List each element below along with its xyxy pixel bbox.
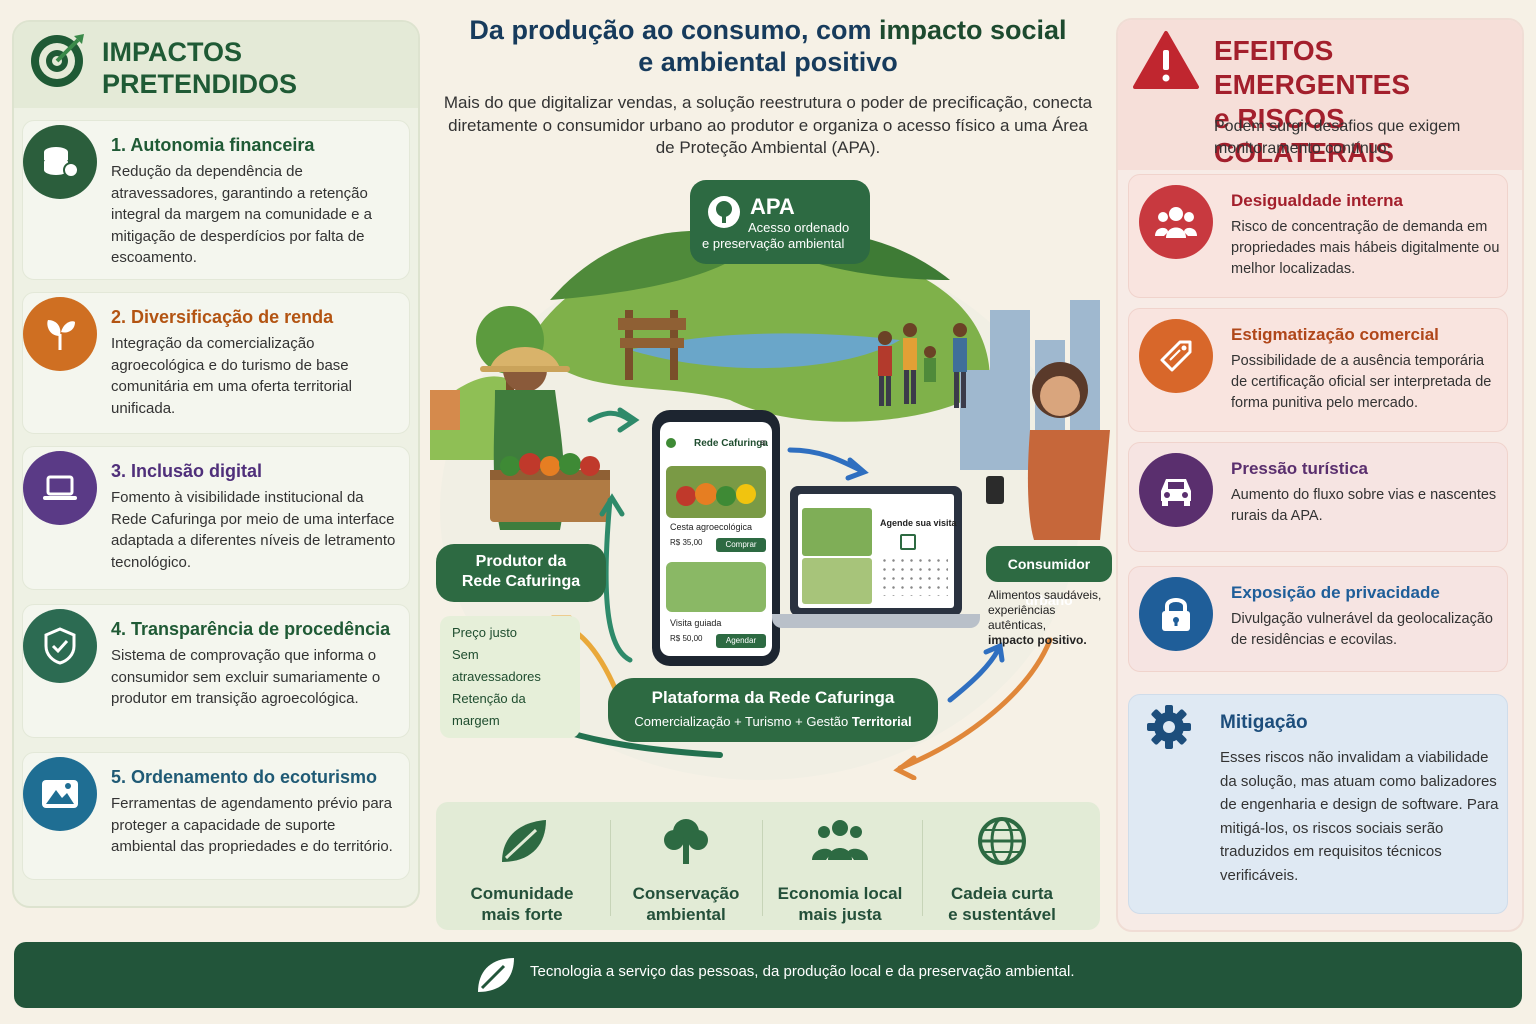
risk-title: Pressão turística: [1231, 459, 1369, 478]
leaf-icon: [442, 816, 602, 871]
impact-item: 4. Transparência de procedência Sistema …: [22, 604, 410, 738]
product-image: [666, 466, 766, 518]
risk-text: Possibilidade de a ausência temporária d…: [1231, 353, 1492, 411]
laptop-photo: [802, 558, 872, 604]
divider: [610, 820, 611, 916]
laptop-mockup: Agende sua visita: [790, 486, 962, 616]
risk-text: Divulgação vulnerável da geolocalização …: [1231, 611, 1493, 648]
impact-text: Ferramentas de agendamento prévio para p…: [111, 795, 393, 855]
divider: [762, 820, 763, 916]
impact-title: 5. Ordenamento do ecoturismo: [111, 767, 378, 787]
mountain-icon: [23, 757, 97, 831]
apa-line2: e preservação ambiental: [702, 236, 845, 251]
people-icon: [760, 816, 920, 871]
risk-text: Risco de concentração de demanda em prop…: [1231, 219, 1500, 277]
phone-mockup: Rede Cafuringa ≡ Cesta agroecológica R$ …: [652, 410, 780, 666]
lock-icon: [1139, 577, 1213, 651]
leaf-icon: [472, 954, 518, 996]
product-price: R$ 35,00: [670, 538, 703, 547]
group-icon: [1139, 185, 1213, 259]
sprout-icon: [23, 297, 97, 371]
apa-title: APA: [750, 194, 795, 219]
consumer-label: Consumidor urbano: [986, 546, 1112, 608]
risk-item: Pressão turística Aumento do fluxo sobre…: [1128, 442, 1508, 552]
footer-banner: [14, 942, 1522, 1008]
mitigation-card: [1128, 694, 1508, 914]
platform-label: Plataforma da Rede Cafuringa Comercializ…: [608, 678, 938, 742]
apa-line1: Acesso ordenado: [748, 220, 850, 235]
impact-text: Sistema de comprovação que informa o con…: [111, 647, 381, 707]
impact-item: 3. Inclusão digital Fomento à visibilida…: [22, 446, 410, 590]
laptop-icon: [23, 451, 97, 525]
menu-icon[interactable]: ≡: [760, 438, 766, 449]
schedule-title: Agende sua visita: [880, 518, 957, 528]
app-name: Rede Cafuringa: [694, 438, 768, 449]
divider: [922, 820, 923, 916]
impact-title: 2. Diversificação de renda: [111, 307, 334, 327]
buy-button[interactable]: Comprar: [716, 538, 766, 552]
warning-icon: [1132, 30, 1200, 90]
page-subtitle: Mais do que digitalizar vendas, a soluçã…: [443, 93, 1093, 157]
impact-item: 2. Diversificação de renda Integração da…: [22, 292, 410, 434]
globe-icon: [922, 816, 1082, 871]
tree-icon: [606, 816, 766, 871]
mitigation-title: Mitigação: [1220, 712, 1308, 733]
page-title: Da produção ao consumo, com impacto soci…: [469, 15, 1067, 77]
impact-title: 4. Transparência de procedência: [111, 619, 391, 639]
impact-item: 5. Ordenamento do ecoturismo Ferramentas…: [22, 752, 410, 880]
product-name: Cesta agroecológica: [670, 522, 753, 532]
impact-item: 1. Autonomia financeira Redução da depen…: [22, 120, 410, 280]
tree-icon: [708, 196, 740, 228]
impact-title: 1. Autonomia financeira: [111, 135, 315, 155]
apa-bubble: APA Acesso ordenado e preservação ambien…: [690, 180, 870, 264]
risk-text: Aumento do fluxo sobre vias e nascentes …: [1231, 487, 1497, 524]
mitigation-text: Esses riscos não invalidam a viabilidade…: [1220, 749, 1499, 884]
tour-price: R$ 50,00: [670, 634, 703, 643]
target-icon: [28, 32, 86, 90]
risk-item: Exposição de privacidade Divulgação vuln…: [1128, 566, 1508, 672]
tour-name: Visita guiada: [670, 618, 722, 628]
risk-item: Estigmatização comercial Possibilidade d…: [1128, 308, 1508, 432]
impact-title: 3. Inclusão digital: [111, 461, 263, 481]
shield-check-icon: [23, 609, 97, 683]
impact-text: Integração da comercialização agroecológ…: [111, 335, 352, 417]
laptop-photo: [802, 508, 872, 556]
footer-text: Tecnologia a serviço das pessoas, da pro…: [530, 963, 1075, 980]
risks-header: [1118, 20, 1522, 170]
car-icon: [1139, 453, 1213, 527]
risks-subtitle: Podem surgir desafios que exigem monitor…: [1214, 118, 1461, 157]
risk-title: Exposição de privacidade: [1231, 583, 1440, 602]
tag-icon: [1139, 319, 1213, 393]
tour-image: [666, 562, 766, 612]
calendar-icon: [900, 534, 916, 550]
risk-item: Desigualdade interna Risco de concentraç…: [1128, 174, 1508, 298]
app-leaf-icon: [666, 438, 676, 448]
coins-icon: [23, 125, 97, 199]
gear-icon: [1146, 704, 1192, 750]
impact-text: Redução da dependência de atravessadores…: [111, 163, 372, 266]
laptop-base: [772, 614, 980, 628]
schedule-button[interactable]: Agendar: [716, 634, 766, 648]
consumer-benefits: Alimentos saudáveis,experiências autênti…: [988, 588, 1102, 647]
impact-text: Fomento à visibilidade institucional da …: [111, 489, 396, 571]
risk-title: Estigmatização comercial: [1231, 325, 1439, 344]
calendar-grid[interactable]: [880, 556, 948, 596]
risk-title: Desigualdade interna: [1231, 191, 1403, 210]
